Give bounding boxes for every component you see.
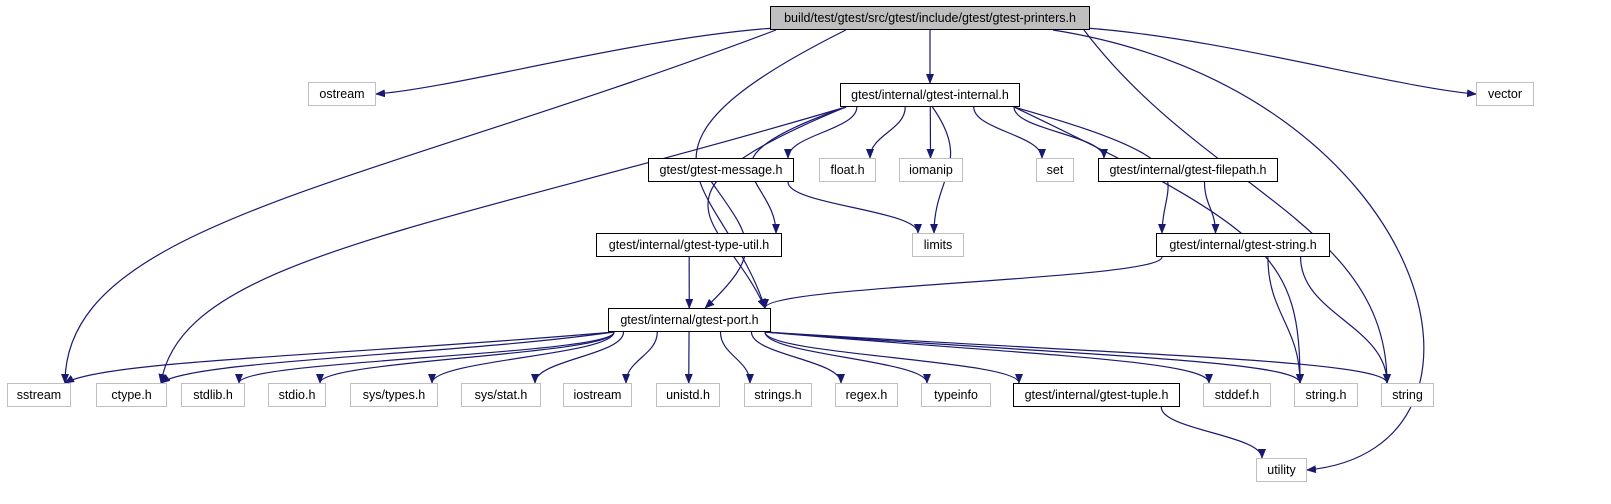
node-label: gtest/internal/gtest-internal.h	[851, 88, 1009, 102]
node-string-h[interactable]: string.h	[1294, 383, 1358, 407]
edge-internal-to-port	[707, 106, 847, 309]
edge-root-to-ostream	[375, 27, 775, 98]
node-sstream[interactable]: sstream	[7, 383, 71, 407]
node-label: gtest/internal/gtest-tuple.h	[1024, 388, 1169, 402]
node-set[interactable]: set	[1036, 158, 1074, 182]
node-label: ctype.h	[111, 388, 152, 402]
edge-internal-to-filepath	[1013, 106, 1108, 159]
edge-port-to-systypes	[428, 331, 615, 384]
node-gtest-port-h[interactable]: gtest/internal/gtest-port.h	[608, 308, 771, 332]
node-regex-h[interactable]: regex.h	[835, 383, 898, 407]
node-unistd-h[interactable]: unistd.h	[656, 383, 720, 407]
node-label: gtest/gtest-message.h	[659, 163, 783, 177]
node-gtest-string-h[interactable]: gtest/internal/gtest-string.h	[1156, 233, 1330, 257]
edge-root-to-string	[1083, 29, 1391, 384]
edge-port-to-regex	[750, 331, 845, 384]
node-stddef-h[interactable]: stddef.h	[1203, 383, 1271, 407]
edge-port-to-sstream	[64, 331, 615, 384]
edge-port-to-string	[764, 331, 1391, 384]
node-label: utility	[1267, 463, 1296, 477]
node-utility[interactable]: utility	[1256, 458, 1307, 482]
node-stdlib-h[interactable]: stdlib.h	[181, 383, 245, 407]
node-label: gtest/internal/gtest-type-util.h	[608, 238, 770, 252]
node-label: typeinfo	[934, 388, 978, 402]
node-label: iostream	[573, 388, 622, 402]
node-gtest-tuple-h[interactable]: gtest/internal/gtest-tuple.h	[1013, 383, 1180, 407]
node-float-h[interactable]: float.h	[819, 158, 876, 182]
node-label: iomanip	[909, 163, 953, 177]
edge-port-to-stringh	[764, 331, 1304, 384]
edge-internal-to-ctype	[158, 106, 847, 384]
edge-port-to-iostream	[622, 331, 658, 384]
edge-gstring-to-port	[761, 256, 1163, 309]
node-label: unistd.h	[666, 388, 710, 402]
node-sys-stat-h[interactable]: sys/stat.h	[461, 383, 541, 407]
edge-root-to-utility	[1052, 29, 1425, 474]
node-label: gtest/internal/gtest-string.h	[1169, 238, 1317, 252]
node-label: stddef.h	[1214, 388, 1260, 402]
edge-port-to-strings	[719, 331, 754, 384]
edge-gstring-to-stringh	[1267, 256, 1304, 384]
edge-port-to-sysstat	[531, 331, 625, 384]
edge-root-to-sstream	[61, 29, 777, 384]
edge-internal-to-set	[973, 106, 1046, 159]
node-ctype-h[interactable]: ctype.h	[96, 383, 167, 407]
edge-internal-to-floath	[866, 106, 906, 159]
node-limits[interactable]: limits	[912, 233, 964, 257]
node-gtest-message-h[interactable]: gtest/gtest-message.h	[648, 158, 794, 182]
edge-tuple-to-utility	[1160, 406, 1266, 459]
node-label: strings.h	[754, 388, 802, 402]
node-label: sys/types.h	[362, 388, 426, 402]
node-label: limits	[923, 238, 953, 252]
node-ostream[interactable]: ostream	[308, 82, 376, 106]
node-label: sstream	[16, 388, 62, 402]
node-typeinfo[interactable]: typeinfo	[921, 383, 991, 407]
node-gtest-type-util-h[interactable]: gtest/internal/gtest-type-util.h	[596, 233, 782, 257]
node-vector[interactable]: vector	[1476, 82, 1534, 106]
edge-internal-to-message	[784, 106, 858, 159]
node-label: stdio.h	[278, 388, 316, 402]
edge-port-to-typeinfo	[764, 331, 931, 384]
edge-gstring-to-string	[1299, 256, 1391, 384]
node-label: vector	[1487, 87, 1523, 101]
node-label: build/test/gtest/src/gtest/include/gtest…	[784, 11, 1076, 25]
node-label: gtest/internal/gtest-filepath.h	[1109, 163, 1267, 177]
node-label: stdlib.h	[193, 388, 233, 402]
edge-port-to-ctype	[160, 331, 615, 384]
node-iomanip[interactable]: iomanip	[899, 158, 963, 182]
node-label: ostream	[319, 87, 365, 101]
node-label: set	[1046, 163, 1064, 177]
node-label: gtest/internal/gtest-port.h	[620, 313, 759, 327]
node-gtest-filepath-h[interactable]: gtest/internal/gtest-filepath.h	[1098, 158, 1278, 182]
node-label: string	[1392, 388, 1423, 402]
node-gtest-printers-h[interactable]: build/test/gtest/src/gtest/include/gtest…	[770, 6, 1090, 30]
edge-port-to-stddef	[764, 331, 1213, 384]
node-label: regex.h	[845, 388, 888, 402]
node-stdio-h[interactable]: stdio.h	[268, 383, 326, 407]
node-sys-types-h[interactable]: sys/types.h	[350, 383, 438, 407]
node-string[interactable]: string	[1381, 383, 1434, 407]
node-gtest-internal-h[interactable]: gtest/internal/gtest-internal.h	[840, 83, 1020, 107]
node-strings-h[interactable]: strings.h	[744, 383, 812, 407]
edge-port-to-stdio	[316, 331, 615, 384]
edge-port-to-stdlib	[235, 331, 615, 384]
node-iostream[interactable]: iostream	[563, 383, 632, 407]
node-label: float.h	[830, 163, 865, 177]
edge-port-to-tuple	[764, 331, 1023, 384]
node-label: sys/stat.h	[474, 388, 528, 402]
edge-filepath-to-gstring	[1203, 181, 1220, 234]
node-label: string.h	[1305, 388, 1347, 402]
edge-root-to-vector	[1085, 27, 1477, 98]
edge-message-to-limits	[787, 181, 922, 234]
